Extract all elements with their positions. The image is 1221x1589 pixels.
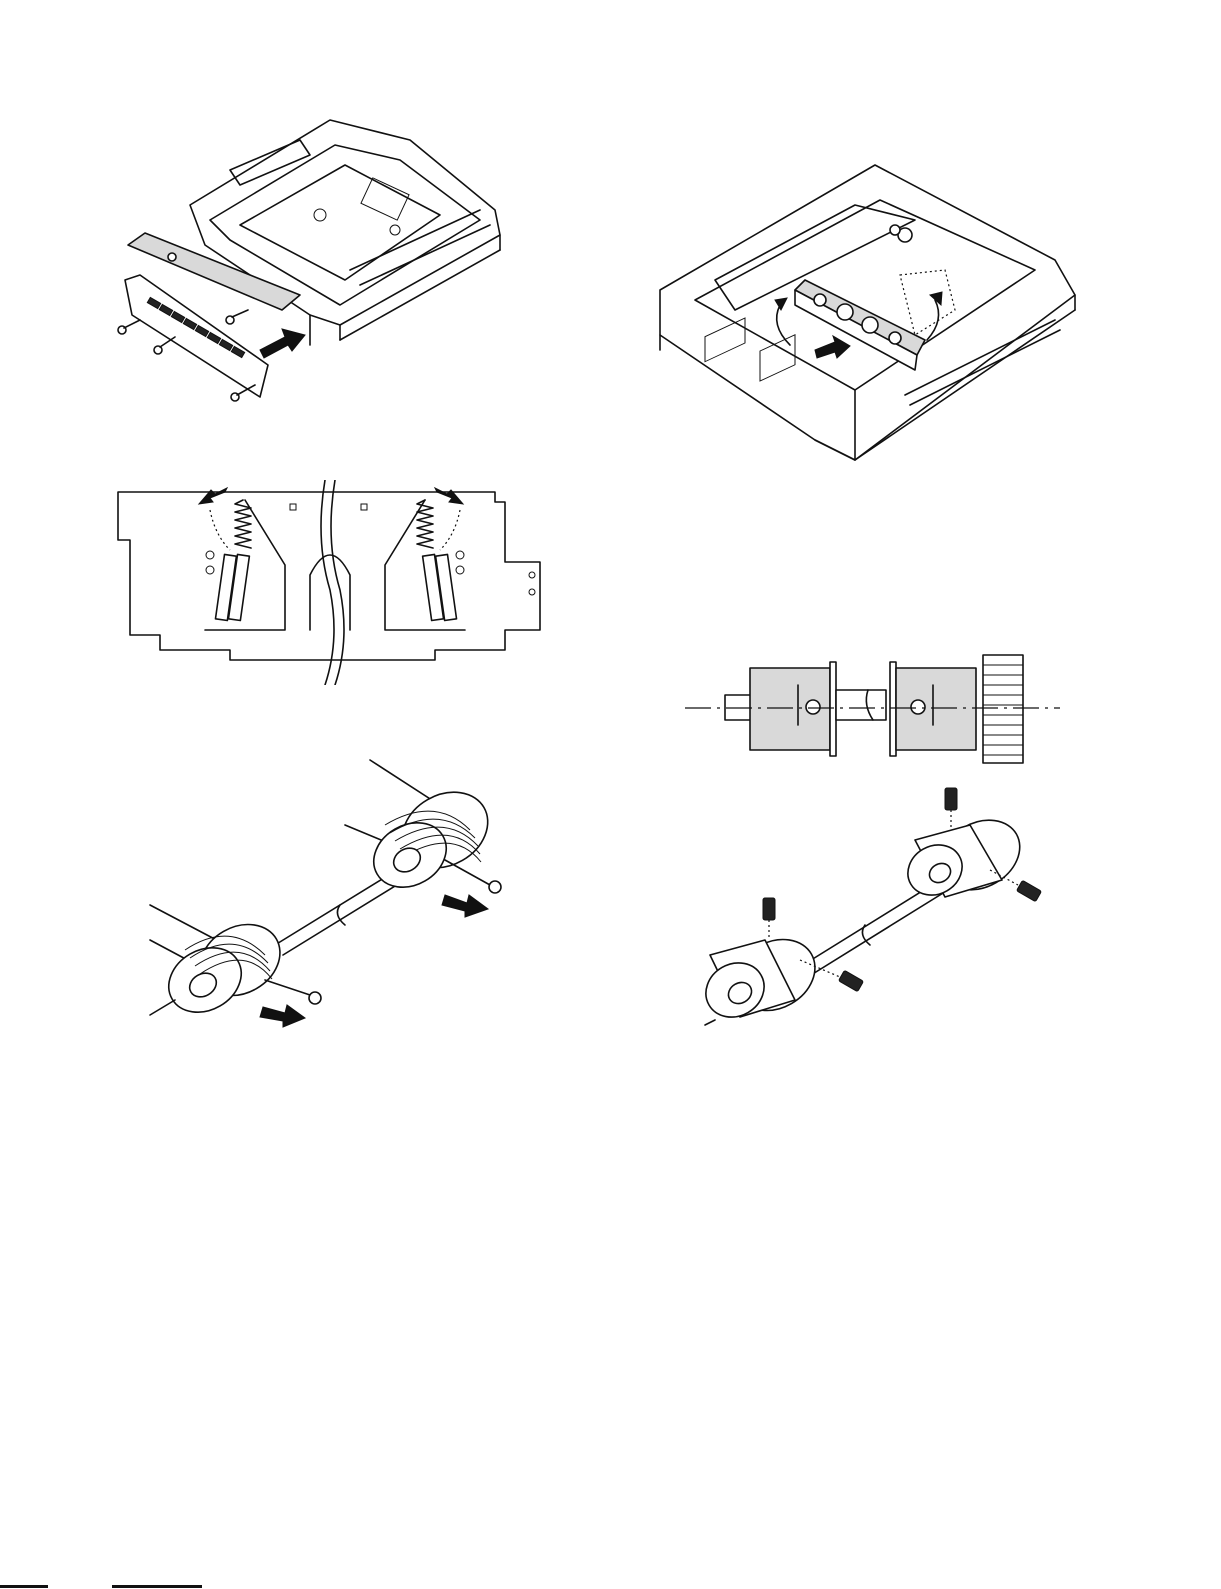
- direction-arrow-icon: [260, 329, 305, 358]
- figure-mirror-unit: [655, 160, 1085, 470]
- figure-frame-cover-removal: [110, 115, 510, 415]
- page-footer-rule: [0, 1575, 1221, 1589]
- shaft: [795, 880, 940, 970]
- shaft: [836, 690, 886, 720]
- direction-arrow-icon: [442, 895, 488, 917]
- bracket-plate: [118, 492, 540, 660]
- figure-wire-pulley-shaft: [145, 755, 520, 1030]
- figure-pulley-side-view: [685, 650, 1065, 770]
- direction-arrow-icon: [260, 1005, 305, 1027]
- gear: [983, 655, 1023, 763]
- figure-pulley-set-screws: [700, 785, 1045, 1030]
- figure-spring-plate: [115, 480, 545, 685]
- pulley-right: [896, 668, 976, 750]
